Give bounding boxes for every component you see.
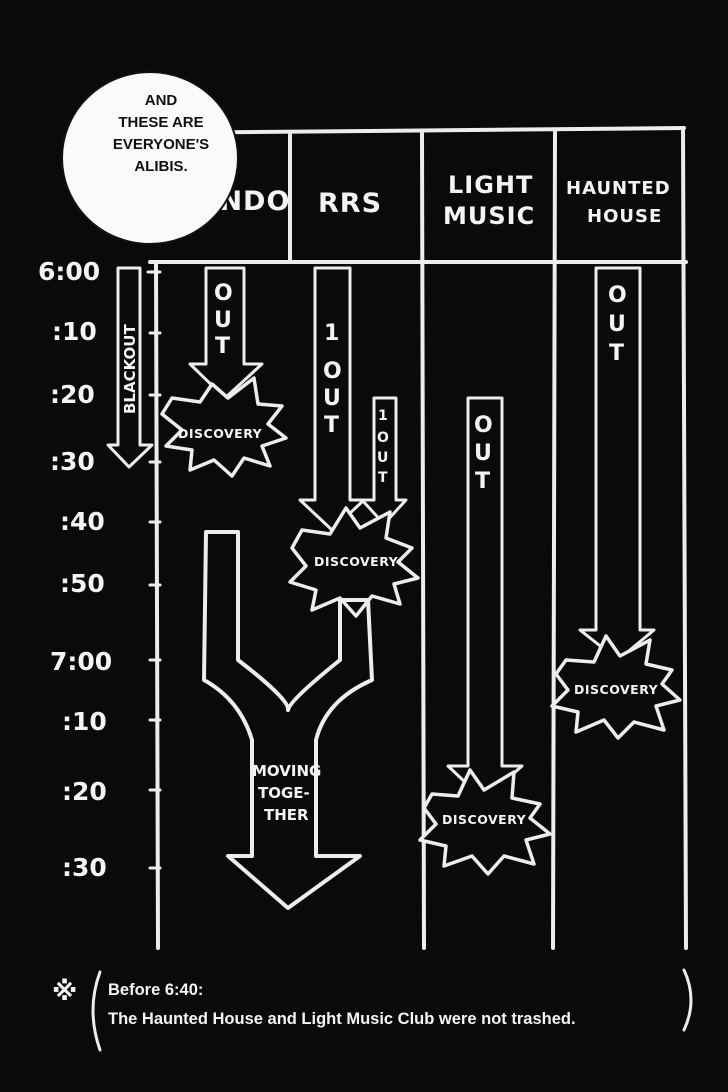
light-out-u: U	[474, 441, 492, 466]
grid-right-line	[681, 126, 688, 950]
haunted-out-arrow: O U T	[578, 266, 656, 662]
bubble-line: EVERYONE'S	[112, 136, 210, 153]
footnote: Before 6:40: The Haunted House and Light…	[108, 976, 688, 1034]
rrs-out1-t: T	[324, 413, 339, 438]
time-label: 6:00	[38, 257, 100, 286]
blackout-arrow: BLACKOUT	[106, 266, 154, 469]
column-header-rrs: RRS	[318, 188, 382, 219]
time-label: :10	[62, 707, 107, 736]
light-discovery-label: DISCOVERY	[442, 812, 527, 827]
bubble-line: ALIBIS.	[134, 158, 188, 175]
footnote-close-bracket	[682, 968, 693, 1032]
rrs-out2-o: O	[377, 430, 389, 446]
moving-label-1: MOVING	[252, 762, 321, 780]
light-out-t: T	[475, 469, 490, 494]
light-out-o: O	[474, 413, 493, 438]
haunted-out-o: O	[608, 283, 627, 308]
time-label: :10	[52, 317, 97, 346]
footnote-line-2: The Haunted House and Light Music Club w…	[108, 1010, 576, 1028]
time-label: :50	[60, 569, 105, 598]
grid-col-divider-2	[420, 131, 426, 950]
moving-label-3: THER	[264, 806, 309, 824]
time-axis: 6:00 :10 :20 :30 :40 :50 7:00 :10 :20 :3…	[38, 257, 112, 882]
footnote-open-bracket	[91, 970, 102, 1052]
rrs-out-arrow-1: 1 O U T	[298, 266, 366, 532]
bubble-line: AND	[144, 92, 178, 109]
kendo-discovery-burst: DISCOVERY	[160, 376, 288, 478]
kendo-out-t: T	[215, 334, 230, 359]
time-label: :20	[50, 380, 95, 409]
bubble-line: THESE ARE	[118, 114, 204, 131]
time-label: :30	[62, 853, 107, 882]
column-header-light-line1: LIGHT	[448, 171, 533, 199]
rrs-out-arrow-2: 1 O U T	[360, 396, 408, 526]
haunted-discovery-label: DISCOVERY	[574, 682, 659, 697]
rrs-out1-1: 1	[324, 321, 339, 346]
rrs-discovery-burst: DISCOVERY	[288, 506, 420, 618]
grid-col-divider-3	[551, 128, 557, 950]
rrs-out1-u: U	[323, 386, 341, 411]
blackout-label: BLACKOUT	[121, 324, 139, 414]
grid-top-line	[148, 126, 686, 135]
column-header-haunted-line1: HAUNTED	[566, 178, 671, 199]
kendo-out-o: O	[214, 281, 233, 306]
time-label: :40	[60, 507, 105, 536]
time-ticks	[146, 270, 162, 870]
footnote-mark: ※	[52, 977, 77, 1007]
haunted-discovery-burst: DISCOVERY	[550, 634, 682, 740]
moving-together-arrow: MOVING TOGE- THER	[202, 530, 374, 910]
kendo-discovery-label: DISCOVERY	[178, 426, 263, 441]
grid-left-line	[154, 260, 160, 950]
speech-bubble	[61, 71, 239, 245]
rrs-out2-1: 1	[378, 408, 388, 424]
moving-label-2: TOGE-	[258, 784, 310, 802]
speech-bubble-text: AND THESE ARE EVERYONE'S ALIBIS.	[86, 90, 236, 178]
time-label: :20	[62, 777, 107, 806]
rrs-out2-t: T	[378, 470, 388, 486]
rrs-out2-u: U	[377, 450, 388, 466]
kendo-out-u: U	[214, 308, 232, 333]
kendo-out-arrow: O U T	[188, 266, 264, 400]
footnote-line-1: Before 6:40:	[108, 981, 204, 999]
light-discovery-burst: DISCOVERY	[418, 768, 552, 876]
table-grid	[146, 126, 688, 950]
haunted-out-t: T	[609, 341, 624, 366]
column-header-light-line2: MUSIC	[443, 202, 535, 230]
rrs-discovery-label: DISCOVERY	[314, 554, 399, 569]
haunted-out-u: U	[608, 312, 626, 337]
light-out-arrow: O U T	[446, 396, 524, 802]
column-header-haunted-line2: HOUSE	[587, 206, 662, 227]
time-label: :30	[50, 447, 95, 476]
rrs-out1-o: O	[323, 359, 342, 384]
time-label: 7:00	[50, 647, 112, 676]
